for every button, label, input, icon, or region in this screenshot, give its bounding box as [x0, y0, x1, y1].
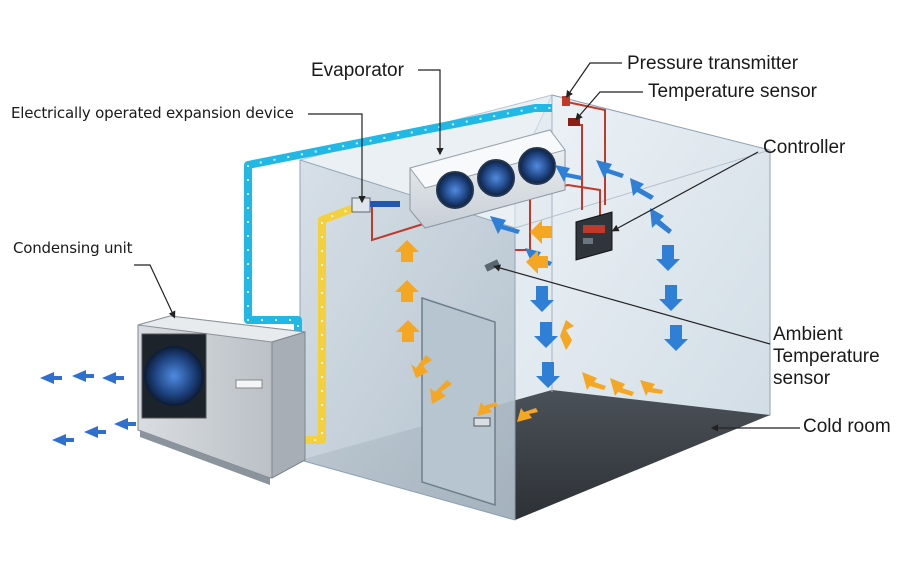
suction-line-pipe: [300, 201, 364, 444]
condenser-airflow: [40, 370, 136, 446]
temperature-sensor-label: Temperature sensor: [648, 81, 817, 102]
evaporator-fan-2: [477, 159, 515, 197]
room-door: [421, 296, 496, 507]
temperature-sensor: [568, 118, 580, 126]
controller-label: Controller: [763, 137, 846, 158]
evaporator-fan-3: [518, 147, 556, 185]
ambient-temperature-sensor-label: Ambient Temperature sensor: [773, 324, 880, 390]
condenser-fan-icon: [144, 346, 204, 406]
ambient-label-line-2: Temperature: [773, 345, 880, 367]
ambient-temperature-sensor: [484, 259, 501, 272]
ambient-label-line-3: sensor: [773, 367, 831, 389]
warm-air-flow: [395, 220, 663, 422]
cold-air-flow: [490, 160, 688, 388]
pressure-transmitter-label: Pressure transmitter: [627, 53, 799, 74]
condensing-unit: [137, 315, 306, 485]
condensing-unit-label: Condensing unit: [13, 239, 133, 257]
evaporator-fan-1: [436, 171, 474, 209]
expansion-device-label: Electrically operated expansion device: [11, 104, 294, 122]
pressure-transmitter: [562, 96, 570, 106]
leader-lines: [134, 62, 800, 432]
evaporator-label: Evaporator: [311, 60, 404, 81]
cold-room-label: Cold room: [803, 416, 891, 437]
evaporator-unit: [409, 129, 566, 229]
controller-box: [575, 211, 613, 261]
ambient-label-line-1: Ambient: [773, 324, 843, 345]
